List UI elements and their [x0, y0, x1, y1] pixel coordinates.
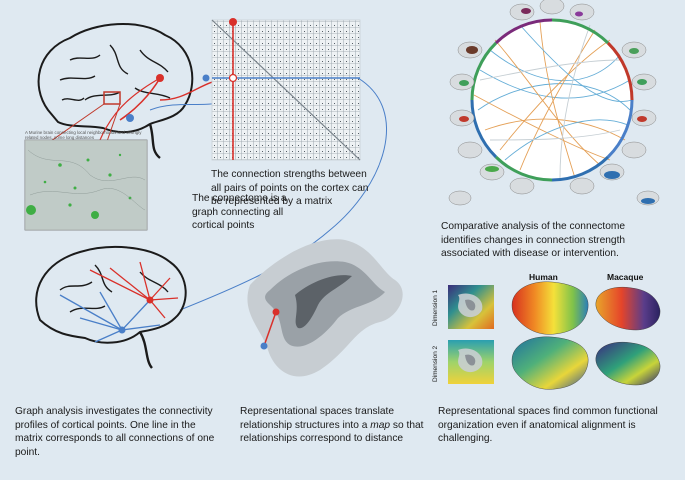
- macaque-cortex-dim2: [595, 342, 661, 386]
- caption-comparative: Comparative analysis of the connectome i…: [441, 221, 626, 259]
- label-human: Human: [529, 272, 558, 282]
- macaque-cortex-dim1: [595, 287, 661, 331]
- caption-repr-map: map: [370, 419, 391, 431]
- label-dimension-1: Dimension 1: [432, 289, 439, 326]
- label-dimension-2: Dimension 2: [432, 345, 439, 382]
- graph-node-red: [146, 296, 154, 304]
- microscopy-inset: [24, 139, 148, 231]
- label-macaque: Macaque: [607, 272, 644, 282]
- brain-outline-bottom: [35, 246, 187, 369]
- roi-marker: [103, 91, 121, 105]
- caption-repr-post: so that relationships correspond to dist…: [240, 419, 424, 445]
- caption-repr-pre: Representational spaces translate relati…: [240, 406, 395, 431]
- dimension1-embedding: [448, 285, 494, 329]
- caption-graph-analysis: Graph analysis investigates the connecti…: [15, 406, 215, 458]
- caption-matrix: The connection strengths between all pai…: [211, 169, 369, 207]
- graph-edges-red: [89, 261, 179, 319]
- connectivity-matrix: [202, 18, 361, 161]
- matrix-to-graph-curve: [179, 77, 387, 311]
- connectogram: [470, 18, 634, 182]
- brain-thumbnails: [448, 0, 660, 206]
- human-cortex-dim1: [511, 281, 589, 335]
- graph-edges-blue: [59, 291, 161, 343]
- human-cortex-dim2: [511, 336, 589, 390]
- brain-node-red: [156, 74, 164, 82]
- brain-connection-red-2: [99, 77, 161, 141]
- caption-connectome: The connectome is a graph connecting all…: [192, 193, 287, 231]
- graph-node-blue: [118, 326, 126, 334]
- caption-alignment: Representational spaces find common func…: [438, 406, 658, 444]
- brain-connection-red: [119, 77, 161, 121]
- brain-node-blue: [126, 114, 134, 122]
- dimension2-embedding: [448, 340, 494, 384]
- representational-space: [247, 239, 403, 377]
- caption-representational: Representational spaces translate relati…: [240, 405, 425, 446]
- microscopy-note: A Murine brain connecting local neighbor…: [25, 130, 142, 140]
- brain-outline-top: [37, 22, 194, 159]
